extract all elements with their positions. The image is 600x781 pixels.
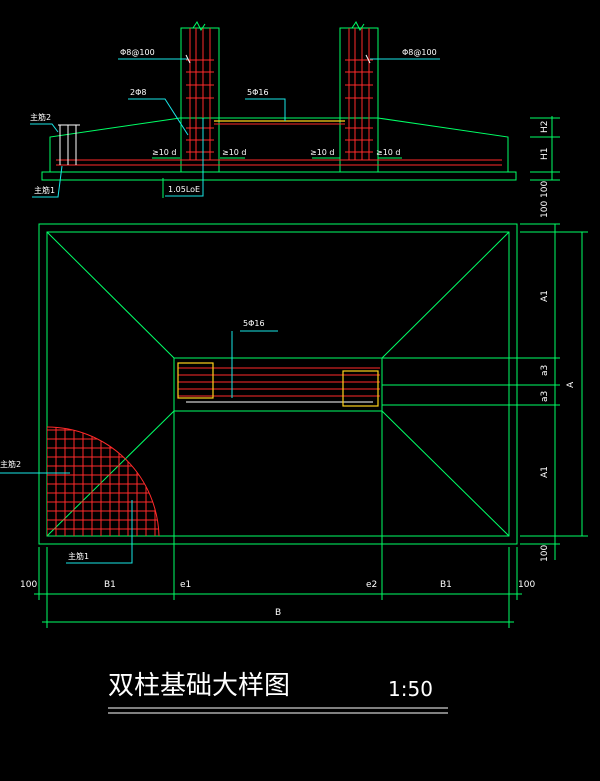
lap-length-leader [165,118,204,197]
left-column-section [180,27,220,173]
dim-a3-top: a3 [540,365,550,376]
right-column-section [339,27,379,173]
label-5phi16-section: 5Φ16 [247,88,269,97]
label-stirrup-right: Φ8@100 [402,48,437,57]
label-anchor-2: ≥10 d [222,148,247,157]
dim-e1: e1 [180,580,191,590]
label-main-bar-2-plan: 主筋2 [0,459,21,469]
leader-main-bar-2-section [30,123,59,133]
dim-e2: e2 [366,580,377,590]
plan-outer-outline [38,223,518,545]
dim-b-total: B [275,608,281,618]
plan-view: 5Φ16 主筋2 主筋1 100 A1 a3 a3 A1 A 100 [0,201,588,628]
label-5phi16-plan: 5Φ16 [243,319,265,328]
dim-h2: H2 [540,121,550,134]
dim-b1-right: B1 [440,580,452,590]
label-anchor-4: ≥10 d [376,148,401,157]
plan-left-column [177,362,214,399]
label-anchor-3: ≥10 d [310,148,335,157]
label-lap-length: 1.05LoE [168,185,200,194]
leader-main-bar-1-plan [66,500,133,564]
break-mark-right [351,21,365,31]
leader-2phi8 [128,98,189,136]
leader-main-bar-1-section [32,165,63,198]
dim-b1-left: B1 [104,580,116,590]
plan-right-column [342,370,379,407]
dim-100-section: 100 [540,181,550,198]
dim-a3-bottom: a3 [540,391,550,402]
section-view: Φ8@100 Φ8@100 2Φ8 5Φ16 主筋2 主筋1 ≥10 d ≥10… [30,21,560,198]
title-block: 双柱基础大样图 1:50 [108,671,448,714]
dim-100-plan-bottom: 100 [540,545,550,562]
dim-a1-top: A1 [540,290,550,302]
blinding-layer [41,171,517,181]
plan-inner-outline [46,231,510,537]
dim-a1-bottom: A1 [540,466,550,478]
dim-h1: H1 [540,148,550,161]
footing-section-outline [49,117,509,172]
drawing-title: 双柱基础大样图 [108,671,290,701]
label-stirrup-left: Φ8@100 [120,48,155,57]
label-main-bar-1-section: 主筋1 [34,185,55,195]
drawing-scale: 1:50 [388,677,433,701]
dim-a-total: A [566,381,576,388]
label-main-bar-1-plan: 主筋1 [68,551,89,561]
plan-beam-bars [178,367,380,403]
right-column-rebar [345,28,373,160]
label-main-bar-2-section: 主筋2 [30,112,51,122]
plan-column-pedestal [173,357,383,412]
dim-100-plan-top: 100 [540,201,550,218]
label-anchor-1: ≥10 d [152,148,177,157]
left-column-rebar [186,28,214,160]
break-mark-left [192,21,206,31]
dim-100-left: 100 [20,580,37,590]
dim-100-right: 100 [518,580,535,590]
label-2phi8: 2Φ8 [130,88,146,97]
leader-5phi16-section [245,98,286,121]
